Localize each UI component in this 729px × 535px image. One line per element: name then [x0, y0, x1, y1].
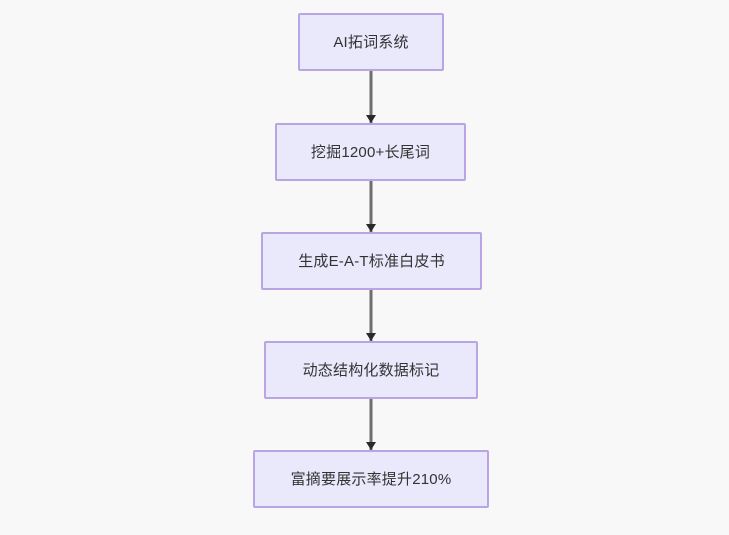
edge-line — [369, 181, 373, 232]
flow-node-label: 挖掘1200+长尾词 — [310, 143, 431, 161]
edge-line — [369, 71, 373, 123]
arrow-head-icon — [366, 224, 376, 232]
flow-node-label: 生成E-A-T标准白皮书 — [298, 252, 445, 270]
flow-node-mine-longtail-keywords[interactable]: 挖掘1200+长尾词 — [275, 123, 466, 181]
arrow-head-icon — [366, 115, 376, 123]
arrow-head-icon — [366, 333, 376, 341]
flow-node-rich-snippet-impression-lift[interactable]: 富摘要展示率提升210% — [253, 450, 489, 508]
flow-node-generate-eat-whitepaper[interactable]: 生成E-A-T标准白皮书 — [261, 232, 482, 290]
flow-node-label: AI拓词系统 — [333, 33, 409, 51]
flow-node-label: 富摘要展示率提升210% — [290, 470, 452, 488]
flow-node-label: 动态结构化数据标记 — [302, 361, 440, 379]
flow-node-dynamic-structured-data-markup[interactable]: 动态结构化数据标记 — [264, 341, 478, 399]
flow-node-ai-keyword-system[interactable]: AI拓词系统 — [298, 13, 444, 71]
arrow-head-icon — [366, 442, 376, 450]
edge-line — [369, 399, 373, 450]
edge-line — [369, 290, 373, 341]
